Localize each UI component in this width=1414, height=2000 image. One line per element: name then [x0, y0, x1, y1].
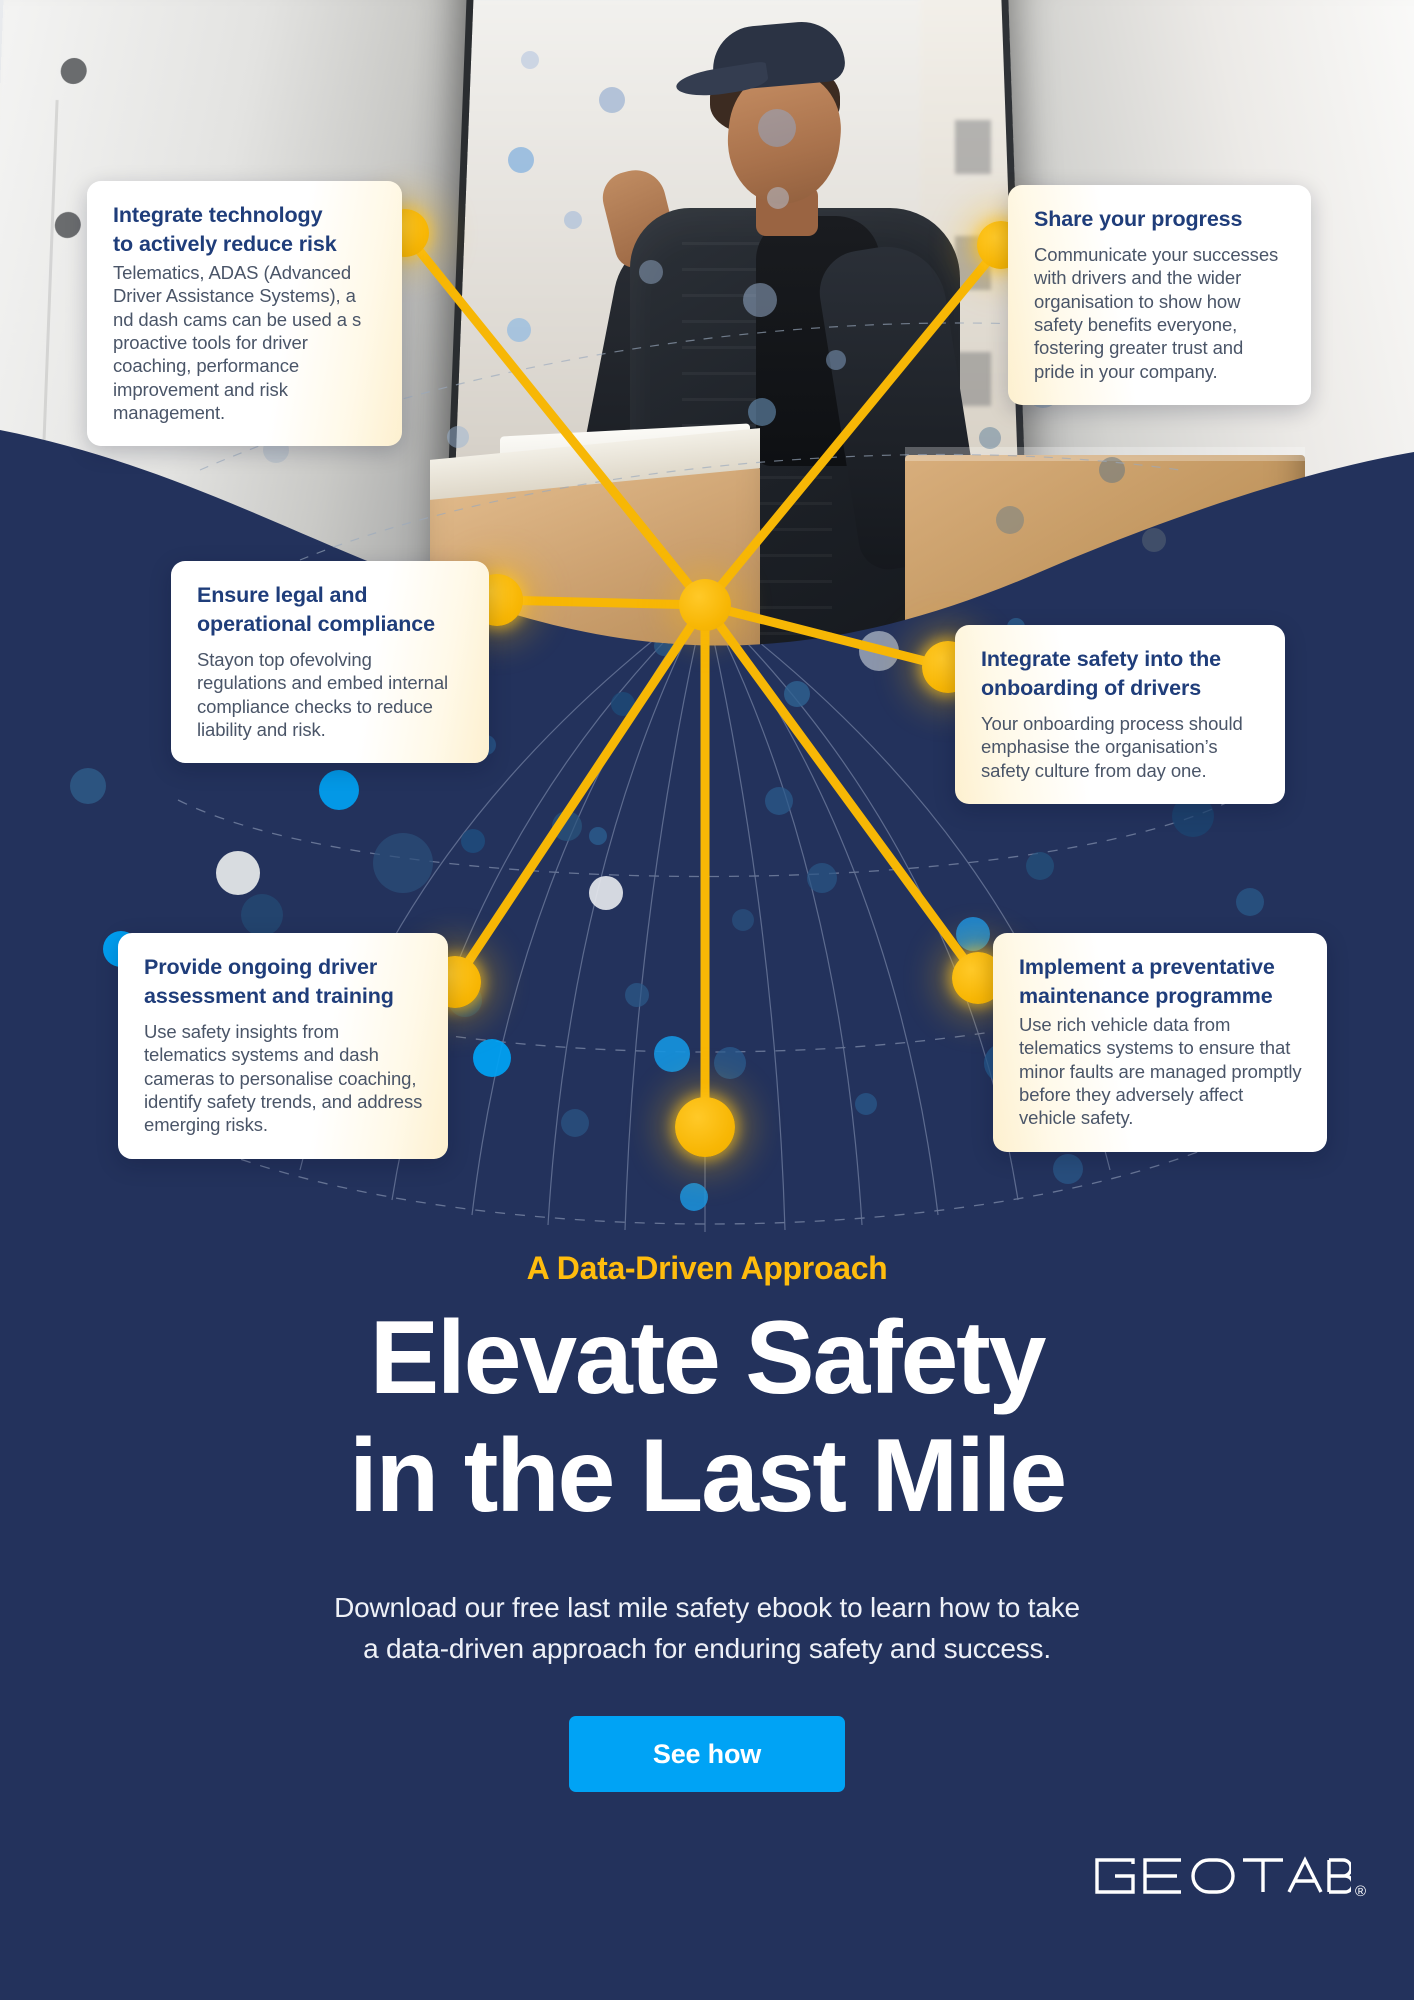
card-body: Use safety insights from telematics syst… [144, 1021, 423, 1136]
card-title-line2: operational compliance [197, 612, 435, 637]
registered-mark: ® [1354, 1883, 1366, 1900]
card-title-line1: Share your progress [1034, 207, 1243, 231]
card-driver-assessment[interactable]: Provide ongoing driver assessment and tr… [118, 933, 448, 1159]
card-title-line2: to actively reduce risk [113, 232, 337, 257]
node-center-hub[interactable] [679, 579, 731, 631]
card-share-progress[interactable]: Share your progress Communicate your suc… [1008, 185, 1311, 405]
geotab-wordmark-svg [1095, 1856, 1355, 1894]
card-body: Communicate your successes with drivers … [1034, 244, 1279, 382]
card-title-line1: Integrate technology [113, 203, 323, 227]
headline-line-2: in the Last Mile [348, 1417, 1067, 1534]
card-title-line2: assessment and training [144, 984, 394, 1009]
promo-eyebrow: A Data-Driven Approach [526, 1250, 888, 1286]
card-body: Use rich vehicle data from telematics sy… [1019, 1014, 1302, 1129]
card-preventative-maintenance[interactable]: Implement a preventative maintenance pro… [993, 933, 1327, 1152]
subhead-line-2: a data-driven approach for enduring safe… [363, 1632, 1051, 1664]
card-title-line2: maintenance programme [1019, 984, 1273, 1009]
window [955, 120, 991, 174]
connector-spokes [400, 228, 1006, 1132]
card-title-line1: Ensure legal and [197, 583, 368, 607]
card-onboarding-safety[interactable]: Integrate safety into the onboarding of … [955, 625, 1285, 805]
card-body: Stayon top ofevolving regulations and em… [197, 649, 449, 741]
card-legal-compliance[interactable]: Ensure legal and operational compliance … [171, 561, 489, 764]
card-body: Your onboarding process should emphasise… [981, 713, 1243, 781]
geotab-logo: ® [1089, 1848, 1366, 1904]
promo-subhead: Download our free last mile safety ebook… [0, 1588, 1414, 1669]
card-title-line1: Provide ongoing driver [144, 955, 378, 979]
see-how-button[interactable]: See how [569, 1716, 845, 1792]
card-integrate-technology[interactable]: Integrate technology to actively reduce … [87, 181, 402, 447]
card-body: Telematics, ADAS (Advanced Driver Assist… [113, 262, 362, 423]
promo-headline: Elevate Safety in the Last Mile [0, 1300, 1414, 1535]
headline-line-1: Elevate Safety [369, 1300, 1047, 1416]
node-hub-bottom[interactable] [675, 1097, 735, 1157]
card-title-line1: Integrate safety into the [981, 647, 1222, 671]
card-title-line1: Implement a preventative [1019, 955, 1275, 979]
geotab-wordmark [1089, 1848, 1355, 1904]
subhead-line-1: Download our free last mile safety ebook… [334, 1592, 1080, 1623]
card-title-line2: onboarding of drivers [981, 676, 1202, 701]
